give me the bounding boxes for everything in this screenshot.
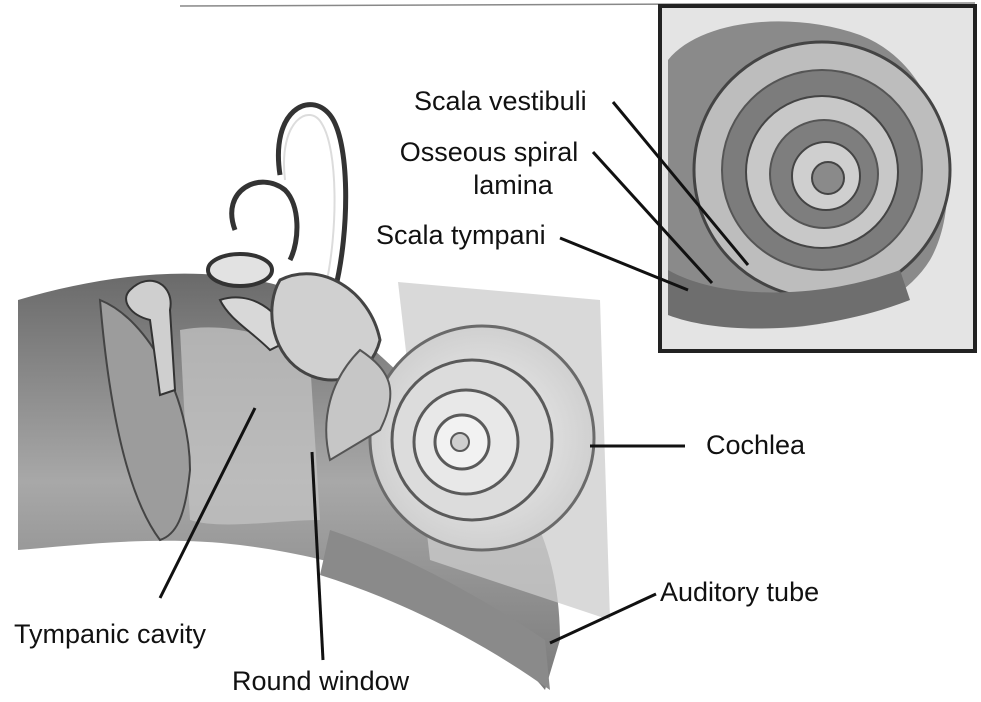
label-round-window: Round window	[232, 668, 409, 695]
inset-spiral-core	[812, 162, 844, 194]
semicircular-canal-posterior	[232, 182, 297, 260]
label-osseous-spiral-line2: lamina	[428, 172, 598, 199]
label-osseous-spiral-line1: Osseous spiral	[384, 139, 594, 166]
label-cochlea: Cochlea	[706, 432, 805, 459]
label-scala-vestibuli: Scala vestibuli	[414, 88, 587, 115]
cochlea-apex	[451, 433, 469, 451]
semicircular-canal-lateral	[208, 254, 272, 286]
label-scala-tympani: Scala tympani	[376, 222, 546, 249]
label-tympanic-cavity: Tympanic cavity	[14, 621, 206, 648]
label-auditory-tube: Auditory tube	[660, 579, 819, 606]
cochlea-inset	[660, 6, 975, 351]
